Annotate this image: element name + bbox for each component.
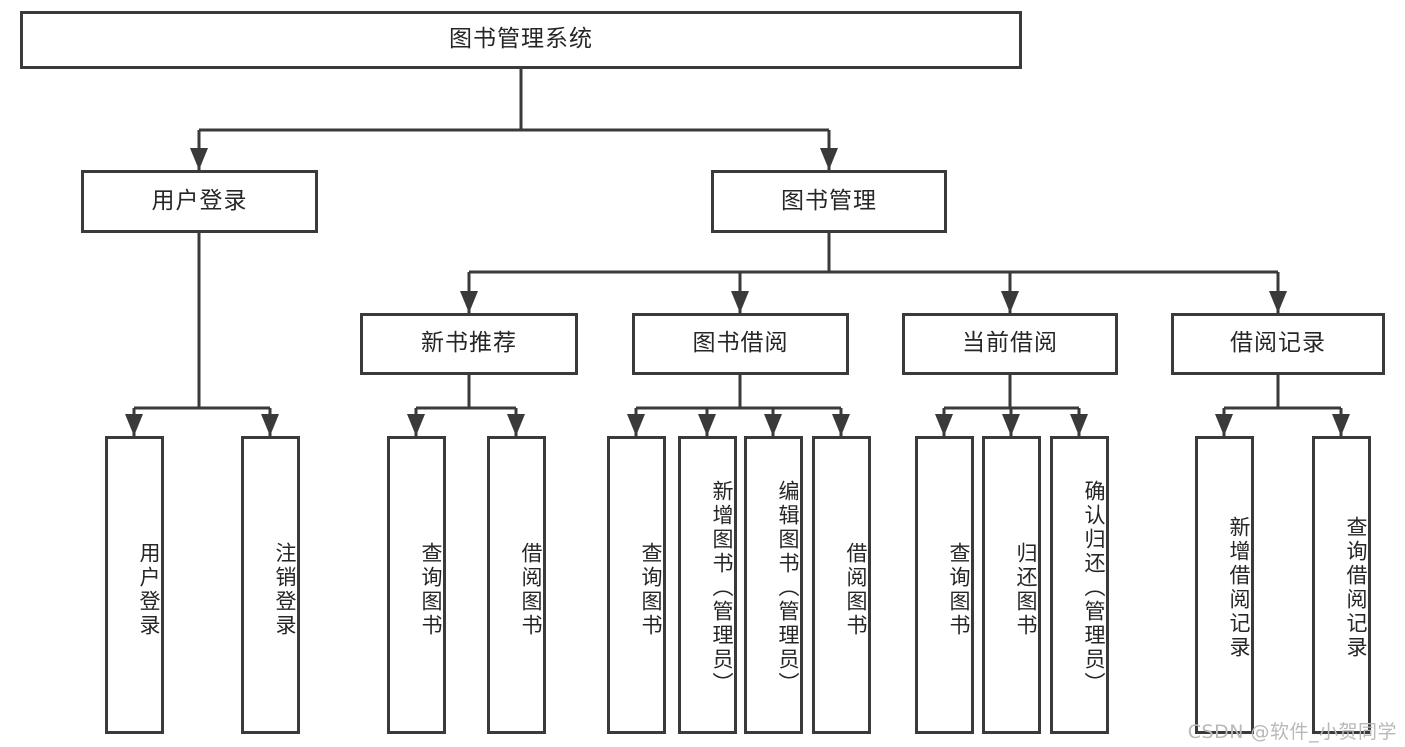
node-leaf-user-login[interactable]: 用户登录 <box>105 436 164 734</box>
node-leaf-add-record[interactable]: 新增借阅记录 <box>1195 436 1254 734</box>
node-root-label: 图书管理系统 <box>449 26 593 53</box>
node-current-borrow-label: 当前借阅 <box>962 330 1058 357</box>
node-new-book-rec-label: 新书推荐 <box>421 330 517 357</box>
node-leaf-query-book-1[interactable]: 查询图书 <box>387 436 446 734</box>
node-book-borrow[interactable]: 图书借阅 <box>632 313 849 375</box>
node-leaf-add-book[interactable]: 新增图书（管理员） <box>678 436 737 734</box>
node-leaf-query-record-label: 查询借阅记录 <box>1344 516 1368 660</box>
node-leaf-confirm-return[interactable]: 确认归还（管理员） <box>1050 436 1109 734</box>
node-leaf-logout-label: 注销登录 <box>273 542 297 638</box>
node-leaf-edit-book[interactable]: 编辑图书（管理员） <box>744 436 803 734</box>
node-new-book-rec[interactable]: 新书推荐 <box>360 313 578 375</box>
node-leaf-edit-book-label: 编辑图书（管理员） <box>776 480 800 696</box>
node-borrow-record-label: 借阅记录 <box>1230 330 1326 357</box>
node-leaf-query-book-3[interactable]: 查询图书 <box>915 436 974 734</box>
node-book-manage[interactable]: 图书管理 <box>711 170 947 233</box>
node-leaf-borrow-book-2-label: 借阅图书 <box>844 542 868 638</box>
node-leaf-borrow-book-1-label: 借阅图书 <box>519 542 543 638</box>
node-leaf-user-login-label: 用户登录 <box>137 542 161 638</box>
node-leaf-return-book-label: 归还图书 <box>1014 542 1038 638</box>
node-leaf-borrow-book-2[interactable]: 借阅图书 <box>812 436 871 734</box>
node-leaf-query-record[interactable]: 查询借阅记录 <box>1312 436 1371 734</box>
node-leaf-query-book-3-label: 查询图书 <box>947 542 971 638</box>
node-book-manage-label: 图书管理 <box>781 187 877 214</box>
node-leaf-add-book-label: 新增图书（管理员） <box>710 480 734 696</box>
node-leaf-confirm-return-label: 确认归还（管理员） <box>1082 480 1106 696</box>
node-user-login[interactable]: 用户登录 <box>81 170 318 233</box>
node-root[interactable]: 图书管理系统 <box>20 11 1022 69</box>
node-leaf-query-book-2-label: 查询图书 <box>639 542 663 638</box>
node-user-login-label: 用户登录 <box>151 187 248 214</box>
node-borrow-record[interactable]: 借阅记录 <box>1171 313 1385 375</box>
node-leaf-query-book-1-label: 查询图书 <box>419 542 443 638</box>
node-leaf-return-book[interactable]: 归还图书 <box>982 436 1041 734</box>
node-leaf-query-book-2[interactable]: 查询图书 <box>607 436 666 734</box>
csdn-watermark: CSDN @软件_小贺同学 <box>1187 721 1397 743</box>
node-book-borrow-label: 图书借阅 <box>692 330 789 357</box>
node-leaf-logout[interactable]: 注销登录 <box>241 436 300 734</box>
node-current-borrow[interactable]: 当前借阅 <box>902 313 1118 375</box>
node-leaf-borrow-book-1[interactable]: 借阅图书 <box>487 436 546 734</box>
node-leaf-add-record-label: 新增借阅记录 <box>1227 516 1251 660</box>
